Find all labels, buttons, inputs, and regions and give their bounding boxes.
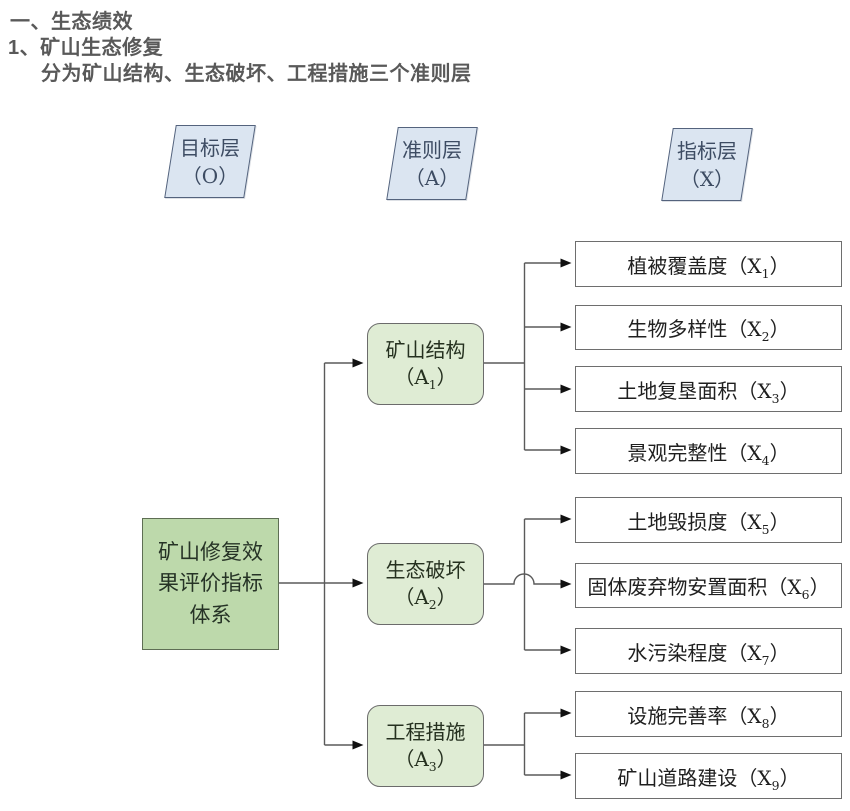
criteria-label: 工程措施 [385, 720, 466, 744]
heading-section: 一、生态绩效 [10, 11, 133, 33]
indicator-box-x5: 土地毁损度（X5） [575, 497, 842, 543]
layer-title: 指标层 [677, 138, 737, 163]
criteria-label: 矿山结构 [385, 338, 466, 362]
layer-code: （X） [679, 166, 735, 191]
layer-node-criteria: 准则层 （A） [386, 127, 478, 200]
criteria-label: 生态破坏 [385, 558, 466, 582]
layer-label: 指标层 （X） [667, 128, 747, 201]
criteria-code: （A2） [394, 585, 457, 612]
indicator-box-x9: 矿山道路建设（X9） [575, 753, 842, 799]
indicator-label: 矿山道路建设（X9） [617, 765, 800, 793]
connector-arrow [482, 573, 572, 589]
indicator-label: 固体废弃物安置面积（X6） [587, 575, 830, 602]
layer-code: （O） [181, 163, 239, 188]
indicator-box-x1: 植被覆盖度（X1） [575, 241, 842, 287]
indicator-label: 水污染程度（X7） [627, 640, 790, 668]
indicator-label: 土地毁损度（X5） [627, 509, 790, 537]
indicator-label: 生物多样性（X2） [627, 317, 790, 344]
indicator-box-x8: 设施完善率（X8） [575, 691, 842, 737]
layer-label: 目标层 （O） [170, 125, 250, 198]
criteria-code: （A3） [394, 747, 457, 774]
criteria-box-a2: 生态破坏 （A2） [367, 543, 484, 625]
indicator-box-x3: 土地复垦面积（X3） [575, 366, 842, 412]
layer-code: （A） [404, 165, 460, 190]
heading-description: 分为矿山结构、生态破坏、工程措施三个准则层 [41, 63, 472, 85]
layer-node-indicator: 指标层 （X） [661, 128, 753, 201]
goal-box: 矿山修复效果评价指标体系 [142, 518, 279, 650]
criteria-box-a1: 矿山结构 （A1） [367, 323, 484, 405]
indicator-label: 设施完善率（X8） [627, 703, 790, 731]
criteria-box-a3: 工程措施 （A3） [367, 705, 484, 787]
layer-node-goal: 目标层 （O） [164, 125, 256, 198]
heading-subsection: 1、矿山生态修复 [8, 37, 164, 59]
criteria-code: （A1） [394, 365, 457, 392]
indicator-label: 景观完整性（X4） [627, 440, 790, 468]
indicator-box-x2: 生物多样性（X2） [575, 305, 842, 350]
indicator-box-x7: 水污染程度（X7） [575, 628, 842, 674]
goal-label: 矿山修复效果评价指标体系 [158, 540, 263, 627]
layer-title: 准则层 [402, 137, 462, 162]
indicator-label: 植被覆盖度（X1） [627, 253, 790, 281]
layer-title: 目标层 [180, 135, 240, 160]
layer-label: 准则层 （A） [392, 127, 472, 200]
indicator-box-x6: 固体废弃物安置面积（X6） [575, 563, 842, 608]
indicator-box-x4: 景观完整性（X4） [575, 428, 842, 474]
indicator-label: 土地复垦面积（X3） [617, 378, 800, 406]
